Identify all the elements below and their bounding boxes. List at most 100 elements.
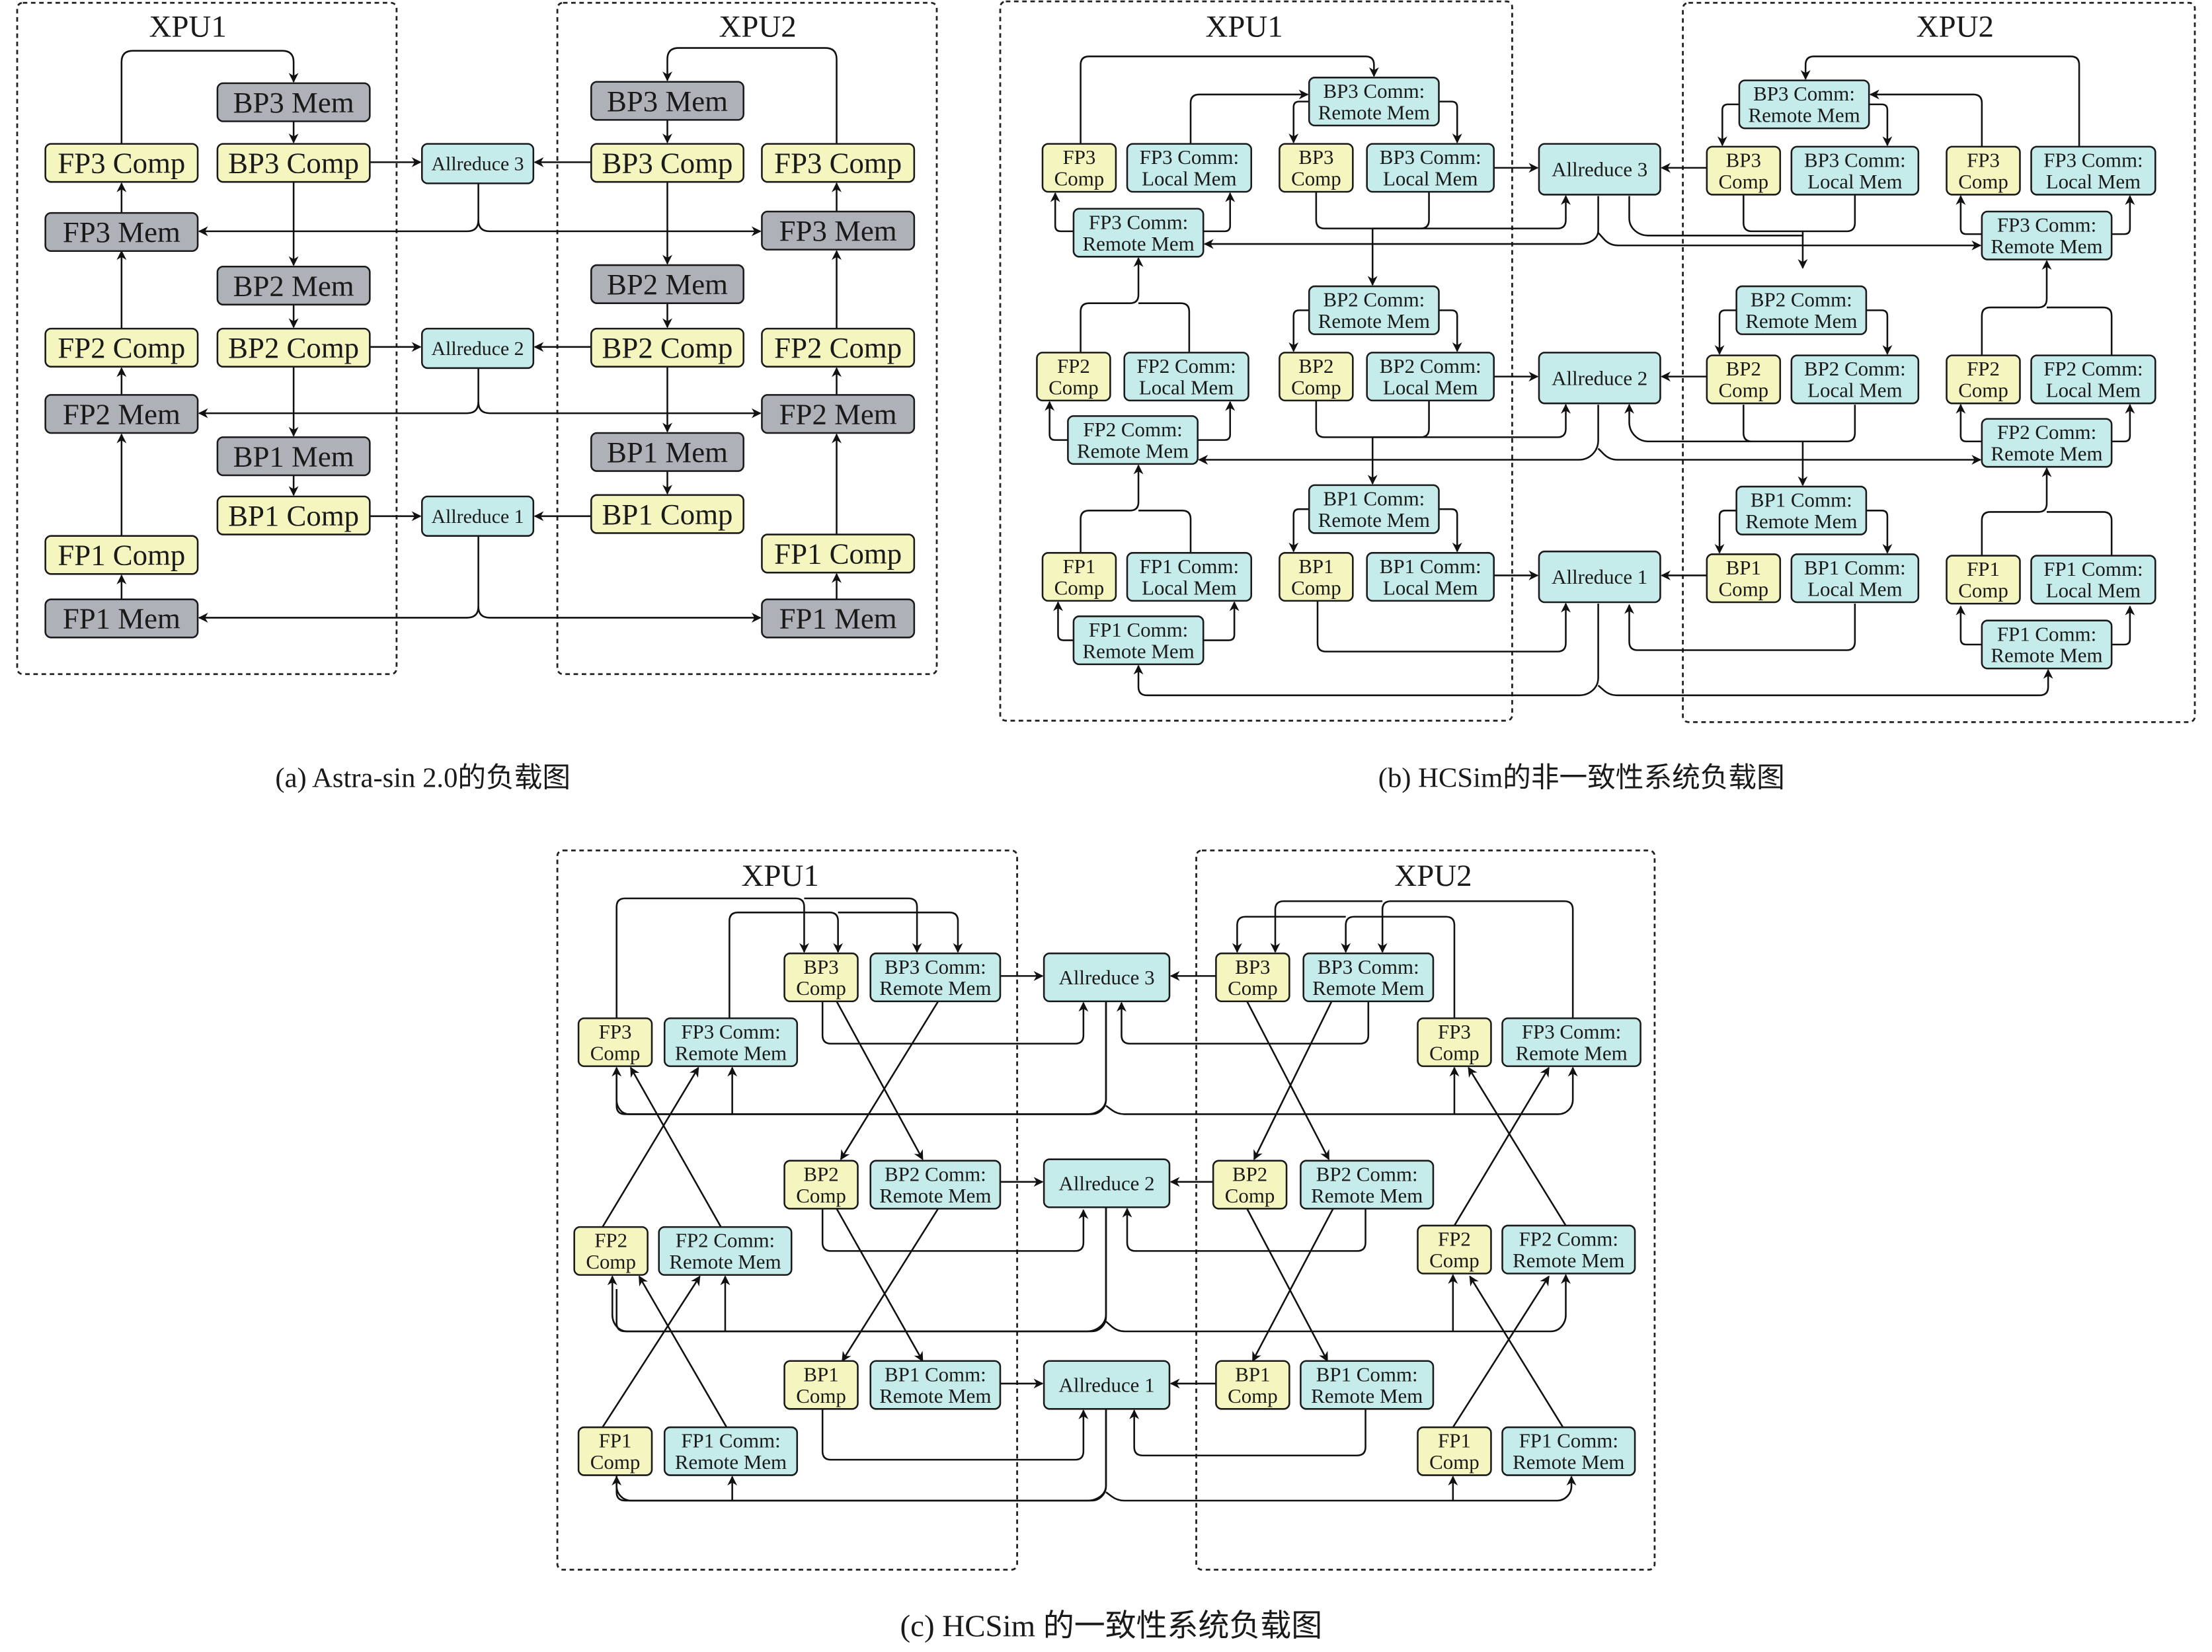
node-label: BP3 Mem (607, 85, 728, 118)
node-r-bp1lm: BP1 Comm:Local Mem (1790, 553, 1920, 604)
edge-arrow (1869, 103, 1893, 147)
node-label: BP3 Comm: (885, 955, 986, 978)
node-label: Local Mem (1807, 379, 1902, 402)
edge-arrow (1372, 403, 1571, 438)
node-box (1538, 143, 1661, 196)
edge-arrow (1743, 405, 1856, 443)
node-label: FP2 Comm: (2043, 357, 2143, 380)
node-r-bp3comp: BP3 Comp (590, 143, 744, 183)
edge-arrow (1439, 100, 1462, 143)
node-box (1538, 550, 1661, 604)
node-label: BP2 (1232, 1162, 1267, 1185)
edge-arrow (477, 606, 762, 623)
node-r-bp1comp: BP1 Comp (590, 494, 744, 534)
edge-arrow (1869, 89, 1983, 147)
node-box (590, 81, 744, 121)
node-box (1043, 952, 1171, 1003)
edge-arrow (1469, 1275, 1564, 1428)
edge-arrow (1052, 601, 1074, 641)
node-l-bp2rm: BP2 Comm:Remote Mem (1308, 285, 1440, 335)
node-box (1043, 1360, 1171, 1410)
node-box (590, 327, 744, 368)
node-l-bp1lm: BP1 Comm:Local Mem (1366, 552, 1495, 602)
edge-arrow (1597, 232, 1982, 251)
node-r-bp1mem: BP1 Mem (590, 432, 744, 472)
node-r-bp1rm: BP1 Comm:Remote Mem (1735, 485, 1868, 535)
node-label: Allreduce 3 (431, 153, 524, 175)
node-label: BP1 (1726, 556, 1761, 579)
node-box (1501, 1224, 1636, 1275)
node-label: BP2 Comp (228, 331, 359, 364)
node-label: Remote Mem (1513, 1450, 1624, 1474)
node-l-fp1lm: FP1 Comm:Local Mem (1126, 552, 1253, 602)
node-box (783, 952, 859, 1003)
node-label: Comp (586, 1250, 636, 1273)
node-label: Comp (1958, 379, 2008, 402)
node-label: BP2 Comm: (1316, 1162, 1418, 1185)
edge-arrow (1050, 192, 1074, 233)
edge-arrow (1105, 1274, 1571, 1333)
edge-arrow (1315, 192, 1430, 229)
edge-arrow (662, 47, 838, 144)
edge-arrow (1377, 900, 1574, 1019)
node-box (577, 1017, 653, 1068)
node-box (590, 494, 744, 534)
node-label: Local Mem (1807, 577, 1902, 600)
node-label: Allreduce 1 (1552, 565, 1647, 588)
edge-arrow (1133, 604, 1599, 697)
edge-arrow (1232, 916, 1346, 953)
node-box (1981, 210, 2113, 260)
node-label: FP3 Comm: (1140, 145, 1239, 169)
node-label: Allreduce 2 (431, 338, 524, 360)
edge-arrow (836, 1208, 924, 1362)
edge-arrow (1468, 1066, 1567, 1226)
xpu1-frame-b (999, 0, 1513, 722)
edge-arrow (1045, 401, 1068, 441)
node-box (420, 327, 535, 370)
node-box (1308, 285, 1440, 335)
caption-c: (c) HCSim 的一致性系统负载图 (900, 1609, 1323, 1643)
node-label: Allreduce 3 (1552, 158, 1647, 181)
edge-arrow (1981, 260, 2052, 356)
node-label: BP3 (1726, 148, 1761, 171)
edge-arrow (1315, 400, 1430, 438)
node-box (1981, 619, 2113, 670)
node-label: Comp (1291, 167, 1341, 190)
edge-arrow (1246, 1001, 1330, 1161)
node-label: Comp (1291, 375, 1341, 399)
node-label: Comp (1719, 170, 1769, 193)
node-label: FP1 Comm: (1519, 1429, 1618, 1452)
node-box (1279, 143, 1354, 193)
node-box (216, 495, 371, 535)
edge-arrow (607, 1207, 1107, 1333)
node-label: Local Mem (1142, 576, 1236, 599)
node-label: BP2 Comp (602, 331, 733, 364)
node-label: BP2 (1726, 357, 1761, 380)
edge-arrow (1714, 309, 1737, 355)
node-ar1: Allreduce 1 (1043, 1360, 1171, 1410)
node-l-bp2comp: BP2 Comp (216, 327, 371, 368)
node-r-fp3comp: FP3 Comp (761, 143, 916, 183)
node-label: Comp (796, 976, 846, 1000)
node-label: BP1 Comm: (885, 1362, 986, 1386)
node-label: Allreduce 1 (431, 506, 524, 528)
node-r-fp2mem: FP2 Mem (761, 394, 916, 434)
node-label: Allreduce 2 (1552, 366, 1647, 389)
node-box (1790, 354, 1920, 405)
xpu2-title-a: XPU2 (719, 9, 796, 44)
edge-arrow (1105, 1066, 1578, 1115)
node-r-fp2rm: FP2 Comm:Remote Mem (1501, 1224, 1636, 1275)
node-label: BP3 Comp (602, 147, 733, 180)
edge-arrow (1341, 916, 1456, 1019)
node-l-bp2mem: BP2 Mem (216, 265, 371, 306)
edge-arrow (2112, 195, 2135, 235)
edge-arrow (602, 1066, 699, 1228)
node-r-fp1mem: FP1 Mem (761, 598, 916, 639)
node-label: FP2 (1057, 354, 1090, 377)
